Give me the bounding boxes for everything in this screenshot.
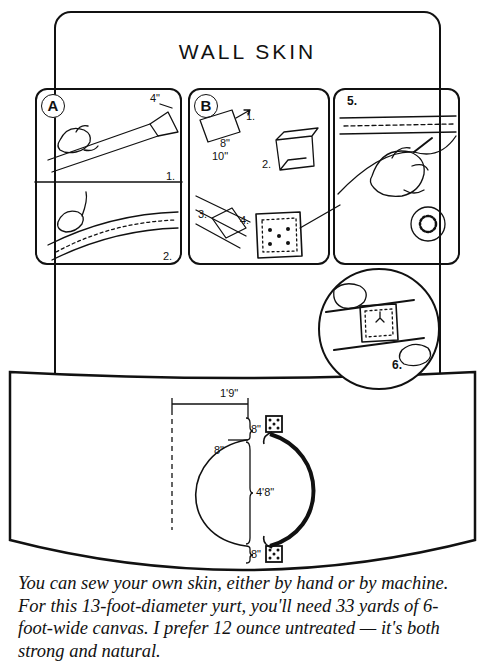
- panel-letter: A: [41, 94, 65, 118]
- panel-b-dots: [268, 227, 290, 246]
- callout-label: 4.: [240, 214, 249, 226]
- panel-a-art: [35, 104, 182, 260]
- skin-piece-edge: [196, 440, 246, 546]
- callout-label: 2.: [262, 158, 271, 170]
- callout-label: 8": [251, 423, 261, 435]
- dashed-edge: [171, 410, 172, 530]
- fabric-strip: [48, 124, 158, 172]
- divider: [35, 181, 182, 183]
- grommet-patch: [266, 546, 282, 562]
- step-panel: A: [35, 88, 182, 265]
- stitching: [365, 309, 393, 337]
- step-number: 5.: [347, 94, 357, 108]
- skin-pattern: [172, 398, 314, 563]
- hand: [399, 344, 430, 365]
- finger: [76, 126, 98, 151]
- thread: [338, 136, 456, 194]
- dimension-line: [172, 403, 248, 404]
- callout-label: 1.: [166, 170, 175, 182]
- needle: [414, 138, 432, 152]
- fabric-hem: [48, 212, 178, 260]
- dot: [269, 549, 272, 552]
- dimension-line: [160, 104, 172, 108]
- hand: [334, 284, 367, 309]
- dot: [277, 419, 280, 422]
- fabric-fold: [150, 112, 178, 136]
- dot: [268, 242, 272, 246]
- square-patch: [256, 212, 302, 258]
- dot: [277, 234, 281, 238]
- stitching: [344, 124, 454, 126]
- callout-label: 8": [251, 548, 261, 560]
- callout-label: 8": [214, 444, 224, 456]
- thread: [82, 192, 87, 216]
- step-panel: B: [188, 88, 330, 265]
- dot: [286, 241, 290, 245]
- callout-label: 8": [220, 137, 230, 149]
- brace: [246, 442, 253, 544]
- dot: [286, 227, 290, 231]
- dot: [273, 423, 276, 426]
- panel-6-art: [326, 284, 431, 366]
- wall-skin-band: [10, 372, 475, 570]
- callout-label: 3.: [198, 208, 207, 220]
- skin-piece-edge: [270, 434, 314, 546]
- dot: [277, 549, 280, 552]
- grommet: [411, 207, 445, 241]
- diagram-title: WALL SKIN: [55, 40, 440, 64]
- callout-label: 1.: [246, 110, 255, 122]
- panel-letter: B: [194, 94, 218, 118]
- callout-label: 4'8": [256, 486, 274, 498]
- board: [55, 12, 440, 402]
- dimension-tick: [172, 398, 248, 410]
- dot: [269, 427, 272, 430]
- grommet-patch: [266, 416, 282, 432]
- wall-band: [10, 372, 475, 570]
- panel-5-art: [338, 116, 456, 241]
- awl: [326, 300, 424, 350]
- fabric-edge: [340, 116, 456, 134]
- dot: [277, 557, 280, 560]
- step-panel: 5.: [333, 88, 460, 265]
- display-board: [55, 12, 440, 402]
- folded-patch: [276, 128, 318, 170]
- dot: [273, 553, 276, 556]
- fabric-edge: [196, 196, 250, 248]
- hand: [370, 151, 424, 196]
- detail-circle: 6.: [318, 268, 440, 390]
- hand: [58, 211, 84, 232]
- caption: You can sew your own skin, either by han…: [18, 572, 470, 662]
- edge-line: [247, 410, 248, 418]
- panel-b-art: [196, 110, 340, 258]
- callout-label: 1'9": [220, 387, 238, 399]
- dot: [268, 228, 272, 232]
- callout-label: 4": [150, 92, 160, 104]
- stitching: [262, 218, 297, 252]
- star-mark: [376, 312, 384, 322]
- callout-label: 2.: [163, 250, 172, 262]
- step-number: 6.: [392, 358, 402, 372]
- dot: [269, 419, 272, 422]
- hand: [58, 128, 90, 152]
- stitching: [56, 220, 176, 252]
- square-patch: [360, 304, 398, 342]
- dot: [269, 557, 272, 560]
- callout-label: 10": [212, 150, 228, 162]
- grommet-ring: [420, 216, 436, 232]
- finger: [392, 148, 428, 193]
- dot: [277, 427, 280, 430]
- leader-line: [300, 205, 340, 228]
